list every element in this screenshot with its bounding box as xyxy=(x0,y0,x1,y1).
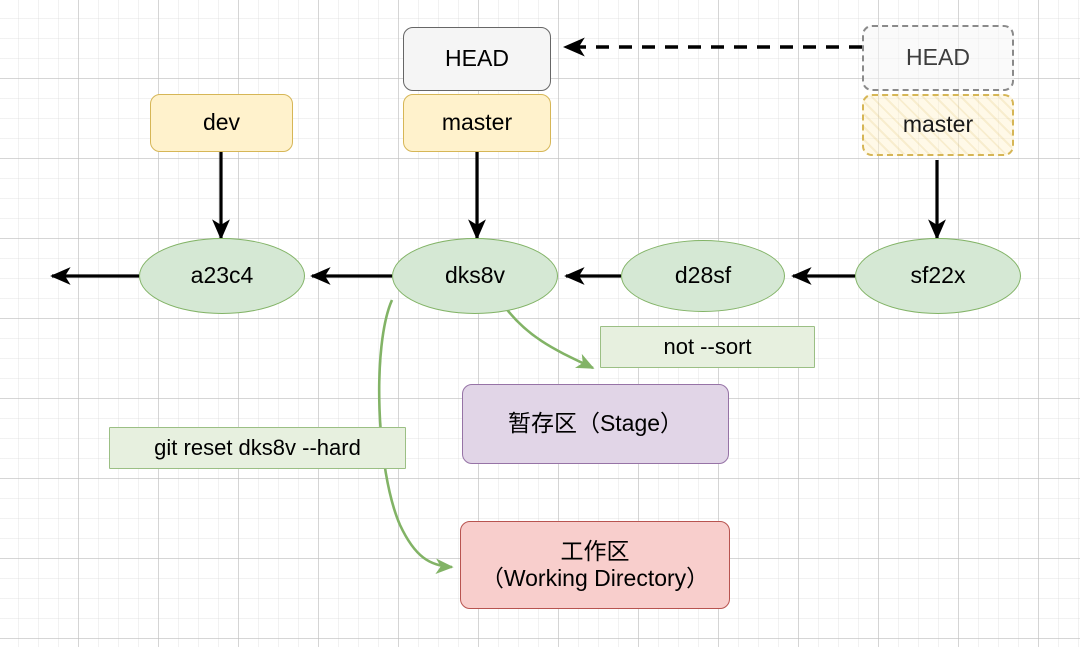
head-pointer-current-label: HEAD xyxy=(445,45,509,72)
head-pointer-current[interactable]: HEAD xyxy=(403,27,551,91)
branch-dev[interactable]: dev xyxy=(150,94,293,152)
head-pointer-previous[interactable]: HEAD xyxy=(862,25,1014,91)
commit-label-sf22x: sf22x xyxy=(910,262,966,289)
stage-area-label: 暂存区（Stage） xyxy=(507,410,684,437)
branch-master-current-label: master xyxy=(441,109,513,136)
commit-node-dks8v[interactable]: dks8v xyxy=(392,238,558,314)
commit-node-sf22x[interactable]: sf22x xyxy=(855,238,1021,314)
commit-node-d28sf[interactable]: d28sf xyxy=(621,240,785,312)
branch-pointer-arrows xyxy=(212,152,946,240)
label-git-reset-command: git reset dks8v --hard xyxy=(109,427,406,469)
label-git-reset-command-text: git reset dks8v --hard xyxy=(154,435,361,461)
commit-label-dks8v: dks8v xyxy=(444,262,506,289)
branch-master-previous-label: master xyxy=(902,111,974,138)
commit-node-a23c4[interactable]: a23c4 xyxy=(139,238,305,314)
head-pointer-previous-label: HEAD xyxy=(906,44,970,71)
branch-dev-label: dev xyxy=(202,109,241,136)
working-directory-label-cn: 工作区 xyxy=(560,537,630,564)
arrow-reset-to-stage xyxy=(503,306,595,370)
label-not-sort: not --sort xyxy=(600,326,815,368)
working-directory-label-en: （Working Directory） xyxy=(480,565,710,591)
label-not-sort-text: not --sort xyxy=(663,334,752,360)
branch-master-previous[interactable]: master xyxy=(862,94,1014,156)
commit-label-d28sf: d28sf xyxy=(674,262,732,289)
working-directory-box[interactable]: 工作区 （Working Directory） xyxy=(460,521,730,609)
stage-area-box[interactable]: 暂存区（Stage） xyxy=(462,384,729,464)
commit-label-a23c4: a23c4 xyxy=(190,262,254,289)
branch-master-current[interactable]: master xyxy=(403,94,551,152)
